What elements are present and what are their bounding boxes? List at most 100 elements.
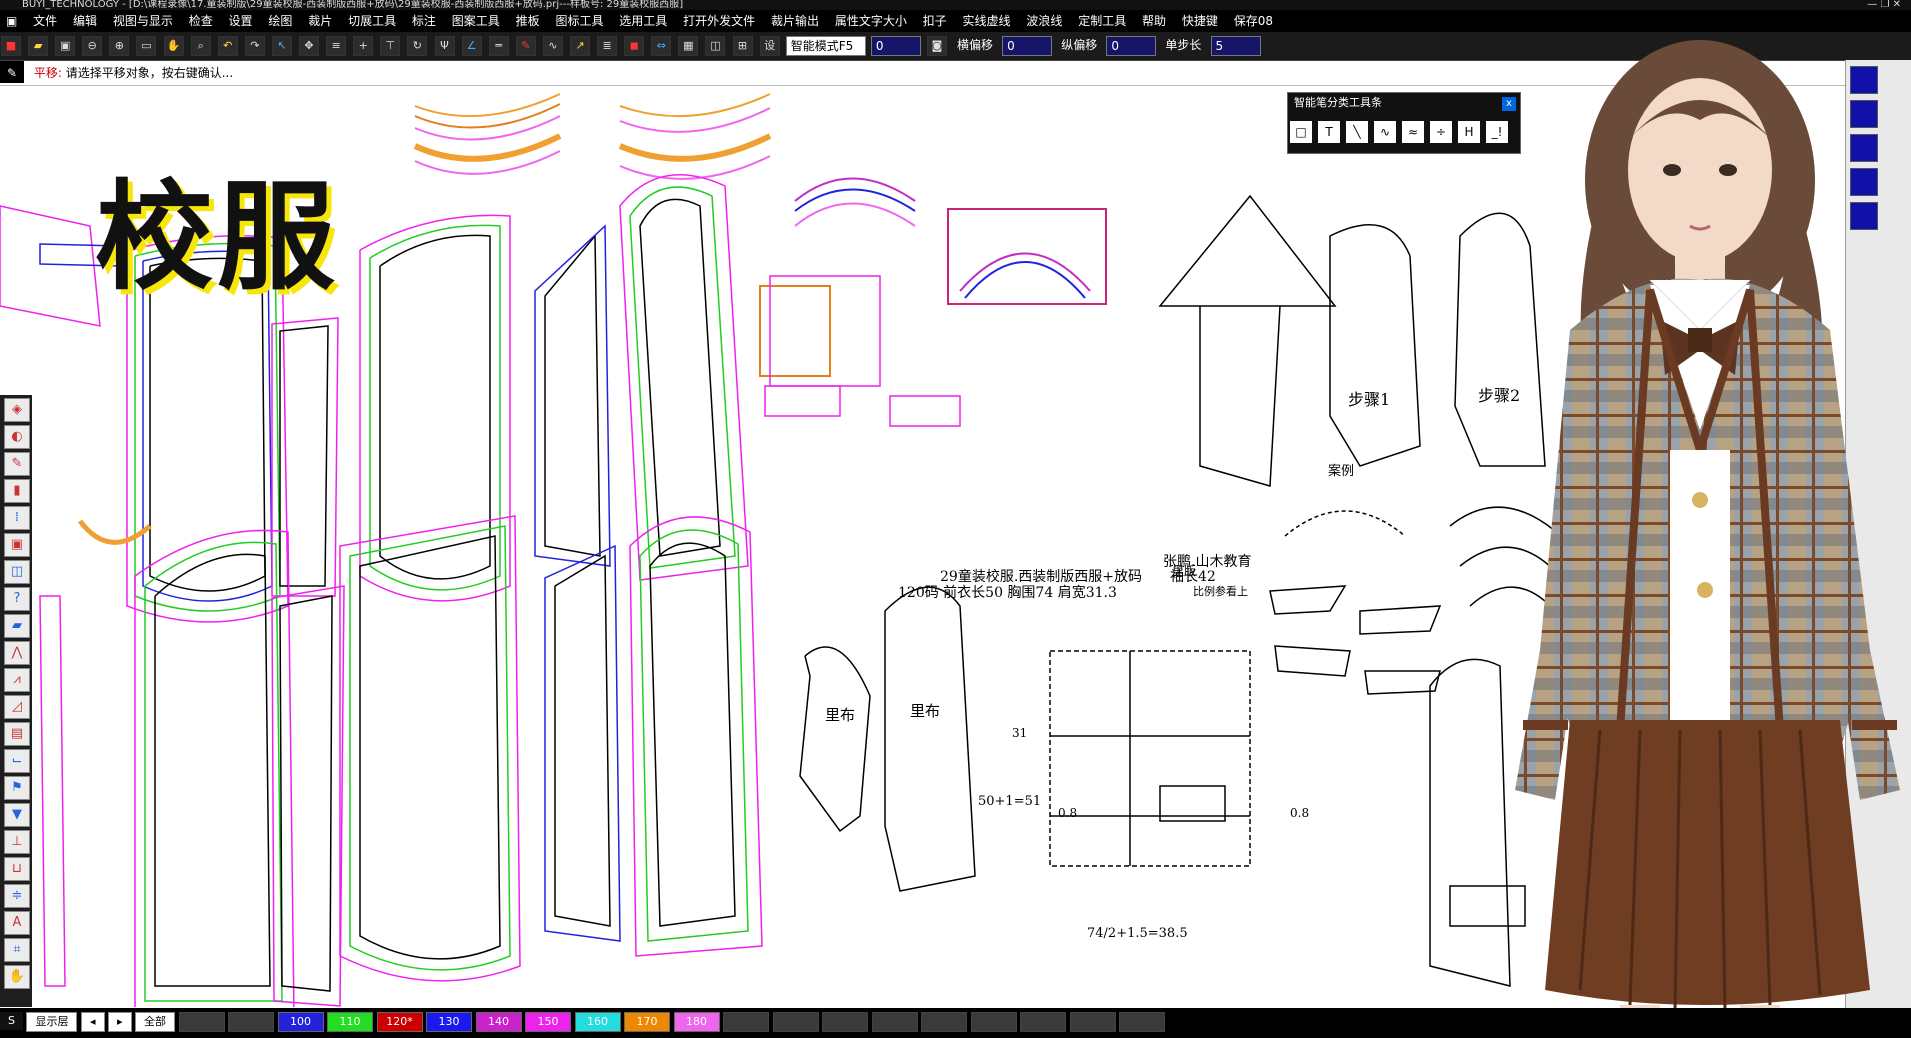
- mode-select[interactable]: 智能模式F5: [785, 36, 866, 56]
- slope-tool-icon[interactable]: ◿: [4, 695, 30, 719]
- menu-grading[interactable]: 推板: [515, 14, 540, 28]
- window-controls[interactable]: — ❐ ✕: [1867, 0, 1901, 10]
- funnel-tool-icon[interactable]: ▼: [4, 803, 30, 827]
- prev-layer-button[interactable]: ◂: [80, 1012, 105, 1032]
- palette-rect-tool[interactable]: □: [1290, 121, 1312, 143]
- menu-file[interactable]: 文件: [33, 14, 58, 28]
- layer-empty-1[interactable]: [178, 1012, 225, 1032]
- notch-tool-icon[interactable]: ≑: [4, 884, 30, 908]
- h-offset-field[interactable]: 0: [1002, 36, 1053, 56]
- fit-view-icon[interactable]: ▭: [136, 36, 157, 56]
- pencil-tool-icon[interactable]: ✎: [4, 452, 30, 476]
- layer-empty-9[interactable]: [1020, 1012, 1067, 1032]
- undo-icon[interactable]: ↶: [217, 36, 238, 56]
- marker-tool-icon[interactable]: ⚑: [4, 776, 30, 800]
- arrow-cross-icon[interactable]: ⇔: [651, 36, 672, 56]
- menu-annotate[interactable]: 标注: [411, 14, 436, 28]
- all-layers-button[interactable]: 全部: [135, 1012, 176, 1032]
- measure-icon[interactable]: ↗: [569, 36, 590, 56]
- palette-close-button[interactable]: x: [1502, 97, 1516, 111]
- size-100[interactable]: 100: [277, 1012, 324, 1032]
- print-tool-icon[interactable]: ▤: [4, 722, 30, 746]
- step-field[interactable]: 5: [1210, 36, 1261, 56]
- value-field[interactable]: 0: [870, 36, 921, 56]
- size-180[interactable]: 180: [673, 1012, 720, 1032]
- zoom-in-icon[interactable]: ⊕: [109, 36, 130, 56]
- image-icon[interactable]: ▦: [678, 36, 699, 56]
- tag-tool-icon[interactable]: ⌗: [4, 938, 30, 962]
- align-icon[interactable]: ≡: [326, 36, 347, 56]
- size-150[interactable]: 150: [525, 1012, 572, 1032]
- right-panel-icon-2[interactable]: [1850, 100, 1878, 128]
- menu-open-external[interactable]: 打开外发文件: [683, 14, 756, 28]
- save-icon[interactable]: ▣: [55, 36, 76, 56]
- select-arrow-icon[interactable]: ↖: [271, 36, 292, 56]
- palette-curve-tool[interactable]: ∿: [1374, 121, 1396, 143]
- zoom-out-icon[interactable]: ⊖: [82, 36, 103, 56]
- display-layer-label[interactable]: 显示层: [26, 1012, 78, 1032]
- size-160[interactable]: 160: [574, 1012, 621, 1032]
- menu-view[interactable]: 视图与显示: [112, 14, 173, 28]
- v-offset-field[interactable]: 0: [1106, 36, 1157, 56]
- menu-help[interactable]: 帮助: [1142, 14, 1167, 28]
- right-panel-icon-3[interactable]: [1850, 134, 1878, 162]
- angle-icon[interactable]: ∠: [461, 36, 482, 56]
- menu-solid-dashed[interactable]: 实线虚线: [962, 14, 1011, 28]
- lock-icon[interactable]: ◙: [926, 36, 947, 56]
- rectangle-tool-icon[interactable]: ▣: [4, 533, 30, 557]
- arc-tool-icon[interactable]: ◐: [4, 425, 30, 449]
- stack-icon[interactable]: ≣: [597, 36, 618, 56]
- zoom-window-icon[interactable]: ⌕: [190, 36, 211, 56]
- palette-mark-tool[interactable]: _!: [1486, 121, 1508, 143]
- menu-check[interactable]: 检查: [188, 14, 213, 28]
- palette-divide-tool[interactable]: ÷: [1430, 121, 1452, 143]
- layer-empty-3[interactable]: [723, 1012, 770, 1032]
- menu-save08[interactable]: 保存08: [1233, 14, 1274, 28]
- drawing-canvas[interactable]: 校服 张鹏.山木教育 袖长42 里版 29童装校服.西装制版西服+放码 120码…: [0, 86, 1911, 1007]
- new-file-icon[interactable]: ■: [1, 36, 21, 56]
- hand-tool-icon[interactable]: ✋: [4, 965, 30, 989]
- frame-tool-icon[interactable]: ◫: [4, 560, 30, 584]
- right-panel-icon-1[interactable]: [1850, 66, 1878, 94]
- text-tool-icon[interactable]: A: [4, 911, 30, 935]
- palette-line-tool[interactable]: ╲: [1346, 121, 1368, 143]
- ruler-tool-icon[interactable]: ▮: [4, 479, 30, 503]
- open-folder-icon[interactable]: ▰: [28, 36, 49, 56]
- curve-icon[interactable]: ∿: [542, 36, 563, 56]
- menu-custom-tools[interactable]: 定制工具: [1078, 14, 1127, 28]
- corner-tool-icon[interactable]: ⌙: [4, 749, 30, 773]
- grid-icon[interactable]: ⊞: [732, 36, 753, 56]
- color-icon[interactable]: ◼: [624, 36, 645, 56]
- dart-tool-icon[interactable]: ⋀: [4, 641, 30, 665]
- align-tool-icon[interactable]: ⊥: [4, 830, 30, 854]
- menu-attr-text-size[interactable]: 属性文字大小: [834, 14, 907, 28]
- menu-icon[interactable]: ▣: [6, 14, 18, 28]
- layer-empty-11[interactable]: [1119, 1012, 1166, 1032]
- layer-empty-6[interactable]: [871, 1012, 918, 1032]
- menu-buttons[interactable]: 扣子: [922, 14, 947, 28]
- pan-hand-icon[interactable]: ✋: [163, 36, 184, 56]
- menu-piece-output[interactable]: 裁片输出: [770, 14, 819, 28]
- rotate-icon[interactable]: ↻: [407, 36, 428, 56]
- menu-settings[interactable]: 设置: [228, 14, 253, 28]
- crosshair-icon[interactable]: +: [353, 36, 374, 56]
- help-tool-icon[interactable]: ?: [4, 587, 30, 611]
- size-140[interactable]: 140: [475, 1012, 522, 1032]
- shape-tool-icon[interactable]: ▰: [4, 614, 30, 638]
- layer-empty-2[interactable]: [228, 1012, 275, 1032]
- size-170[interactable]: 170: [624, 1012, 671, 1032]
- layer-empty-4[interactable]: [772, 1012, 819, 1032]
- layer-empty-5[interactable]: [822, 1012, 869, 1032]
- menu-shortcuts[interactable]: 快捷键: [1181, 14, 1218, 28]
- redo-icon[interactable]: ↷: [244, 36, 265, 56]
- size-130[interactable]: 130: [426, 1012, 473, 1032]
- menu-slash-tools[interactable]: 切展工具: [348, 14, 397, 28]
- layer-empty-8[interactable]: [970, 1012, 1017, 1032]
- right-panel-icon-4[interactable]: [1850, 168, 1878, 196]
- next-layer-button[interactable]: ▸: [108, 1012, 132, 1032]
- menu-cut-piece[interactable]: 裁片: [308, 14, 333, 28]
- menu-wavy-line[interactable]: 波浪线: [1026, 14, 1063, 28]
- move-icon[interactable]: ✥: [299, 36, 320, 56]
- size-120-base[interactable]: 120*: [376, 1012, 423, 1032]
- menu-icon-tools[interactable]: 图标工具: [555, 14, 604, 28]
